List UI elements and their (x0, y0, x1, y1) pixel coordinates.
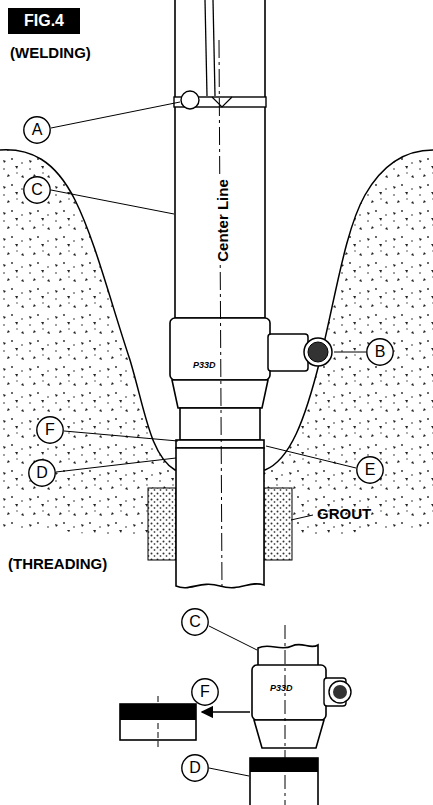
valve-body (170, 318, 270, 380)
callout-letter: C (31, 181, 43, 199)
callout-letter: D (189, 759, 201, 777)
callout-circle: F (191, 678, 219, 706)
material-label: GROUT (317, 505, 371, 522)
model-marking: P33D (193, 360, 216, 370)
valve-port (268, 334, 308, 371)
section-heading: (WELDING) (10, 44, 91, 61)
valve-body (252, 665, 326, 720)
figure-number: FIG.4 (24, 12, 64, 30)
riser-pipe (258, 644, 318, 667)
callout-circle: D (28, 459, 56, 487)
callout-circle: C (181, 608, 209, 636)
callout-circle: B (366, 338, 394, 366)
callout-circle: E (356, 456, 384, 484)
callout-letter: A (32, 121, 43, 139)
leader-lines (51, 102, 366, 776)
callout-letter: F (200, 683, 210, 701)
section-heading: (THREADING) (8, 555, 107, 572)
grout (148, 488, 176, 560)
lower-pipe (176, 448, 264, 588)
callout-circle: D (181, 754, 209, 782)
callout-letter: C (189, 613, 201, 631)
figure-tag: FIG.4 (8, 8, 80, 34)
grout (264, 488, 292, 560)
callout-letter: E (365, 461, 376, 479)
callout-letter: F (45, 421, 55, 439)
removal-arrow (202, 711, 250, 712)
coupling-band (176, 440, 264, 448)
center-line (219, 40, 222, 590)
weld-ball (181, 91, 199, 109)
callout-circle: C (23, 176, 51, 204)
threaded-pipe (250, 758, 318, 805)
callout-circle: A (23, 116, 51, 144)
centerline-label: Center Line (213, 176, 230, 265)
model-marking: P33D (270, 683, 293, 693)
callout-letter: D (36, 464, 48, 482)
callout-circle: F (36, 416, 64, 444)
callout-letter: B (375, 343, 386, 361)
